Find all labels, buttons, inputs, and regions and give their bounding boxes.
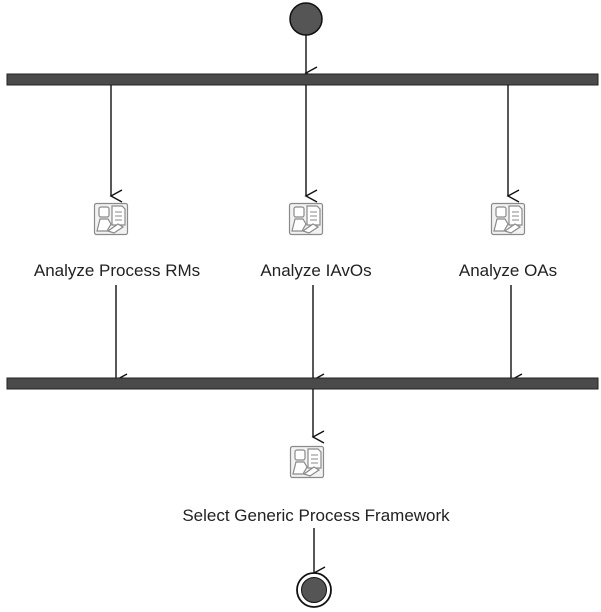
final-node-inner [301, 577, 327, 603]
activity-icon[interactable] [289, 445, 325, 479]
join-bar[interactable] [6, 377, 599, 390]
activity-label-analyze-oas: Analyze OAs [458, 261, 558, 280]
fork-bar[interactable] [6, 73, 599, 86]
activity-label-select-generic-process-framework: Select Generic Process Framework [182, 506, 450, 525]
initial-node[interactable] [289, 2, 323, 36]
activity-icon[interactable] [490, 202, 526, 236]
activity-icon[interactable] [288, 202, 324, 236]
activity-icon[interactable] [93, 202, 129, 236]
activity-label-analyze-iavos: Analyze IAvOs [260, 261, 372, 280]
activity-label-analyze-process-rms: Analyze Process RMs [33, 261, 201, 280]
